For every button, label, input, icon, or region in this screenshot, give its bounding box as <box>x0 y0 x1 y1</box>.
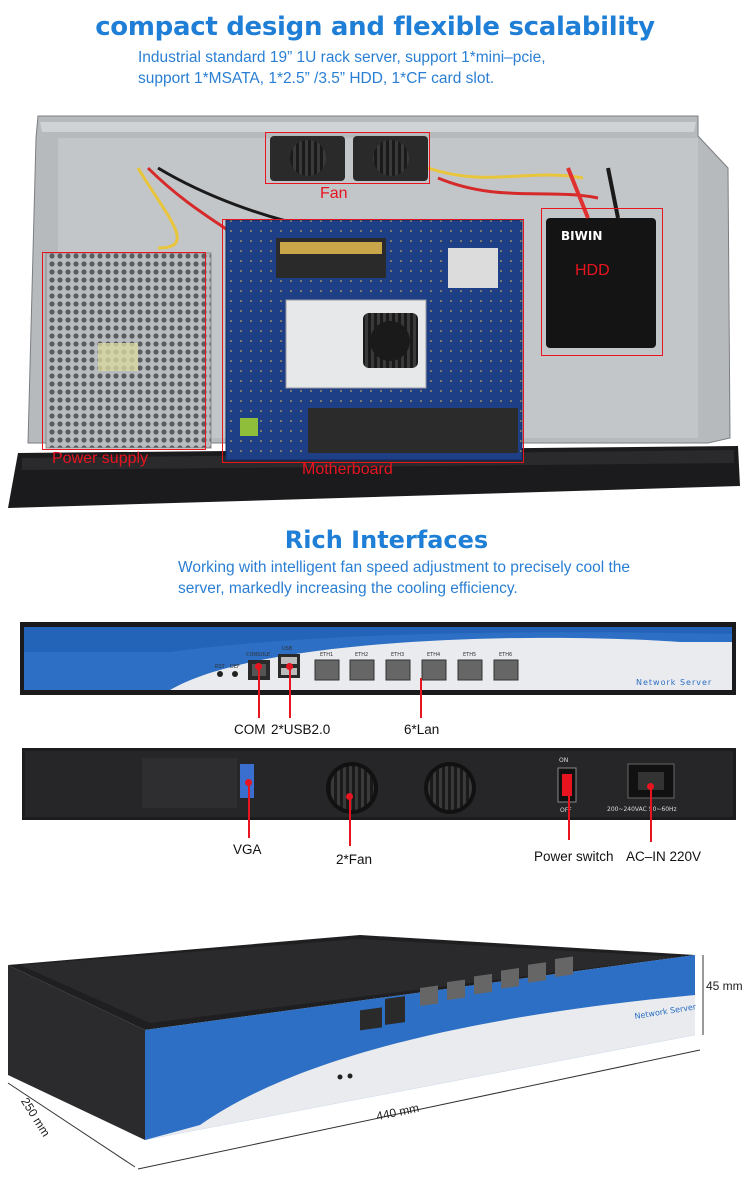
com-label: COM <box>234 722 266 737</box>
rear-panel-photo: ON OFF 200~240VAC 50~60Hz <box>22 748 736 820</box>
power-supply-callout-label: Power supply <box>52 450 149 467</box>
ac-in-pointer-dot <box>647 783 654 790</box>
section1-title: compact design and flexible scalability <box>95 12 655 42</box>
section1-subtitle-line2: support 1*MSATA, 1*2.5” /3.5” HDD, 1*CF … <box>138 70 495 87</box>
hdd-callout-label: HDD <box>575 262 610 279</box>
front-port-label-usb: USB <box>282 646 293 652</box>
front-button-label-def: DEF <box>230 664 240 670</box>
front-port-label-eth3: ETH3 <box>391 652 404 658</box>
ac-in-pointer-line <box>650 786 652 842</box>
usb-pointer-dot <box>286 663 293 670</box>
power-switch-pointer-dot <box>565 783 572 790</box>
fan-callout-box <box>265 132 430 184</box>
front-port-label-eth5: ETH5 <box>463 652 476 658</box>
front-port-label-console: CONSOLE <box>246 652 270 658</box>
hdd-callout-box <box>541 208 663 356</box>
section2-subtitle-line2: server, markedly increasing the cooling … <box>178 580 518 597</box>
front-port-label-eth2: ETH2 <box>355 652 368 658</box>
com-pointer-line <box>258 666 260 718</box>
usb-pointer-line <box>289 666 291 718</box>
front-port-label-eth6: ETH6 <box>499 652 512 658</box>
motherboard-callout-label: Motherboard <box>302 461 393 478</box>
lan-label: 6*Lan <box>404 722 440 737</box>
vga-pointer-line <box>248 782 250 838</box>
front-panel-photo: RST DEF CONSOLE USB ETH1 ETH2 ETH3 ETH4 … <box>20 622 736 695</box>
front-panel-text: Network Server <box>636 678 712 687</box>
rear-switch-on-text: ON <box>559 757 568 764</box>
fan-pointer-dot <box>346 793 353 800</box>
com-pointer-dot <box>255 663 262 670</box>
lan-pointer-line <box>420 678 422 718</box>
isometric-server-photo: Network Server 45 mm 250 mm 440 mm <box>0 935 750 1200</box>
fan-pointer-line <box>349 796 351 846</box>
section2-subtitle-line1: Working with intelligent fan speed adjus… <box>178 559 631 576</box>
usb-label: 2*USB2.0 <box>271 722 331 737</box>
power-switch-pointer-line <box>568 786 570 840</box>
section2-title: Rich Interfaces <box>284 526 489 554</box>
height-dimension-label: 45 mm <box>706 979 743 993</box>
rear-switch-off-text: OFF <box>560 807 572 814</box>
vga-label: VGA <box>233 842 262 857</box>
section1-subtitle-line1: Industrial standard 19” 1U rack server, … <box>138 49 546 66</box>
rear-ac-rating-text: 200~240VAC 50~60Hz <box>607 806 677 813</box>
power-supply-callout-box <box>42 252 206 450</box>
front-port-label-eth4: ETH4 <box>427 652 440 658</box>
ac-in-label: AC–IN 220V <box>626 849 702 864</box>
vga-pointer-dot <box>245 779 252 786</box>
motherboard-callout-box <box>222 219 524 463</box>
chassis-interior-photo: BIWIN Fan HDD Power supply Motherboard <box>8 108 744 510</box>
power-switch-label: Power switch <box>534 849 614 864</box>
front-button-label-rst: RST <box>215 664 226 670</box>
hdd-brand-text: BIWIN <box>561 229 602 243</box>
front-port-label-eth1: ETH1 <box>320 652 333 658</box>
fan-rear-label: 2*Fan <box>336 852 373 867</box>
fan-callout-label: Fan <box>320 185 348 202</box>
